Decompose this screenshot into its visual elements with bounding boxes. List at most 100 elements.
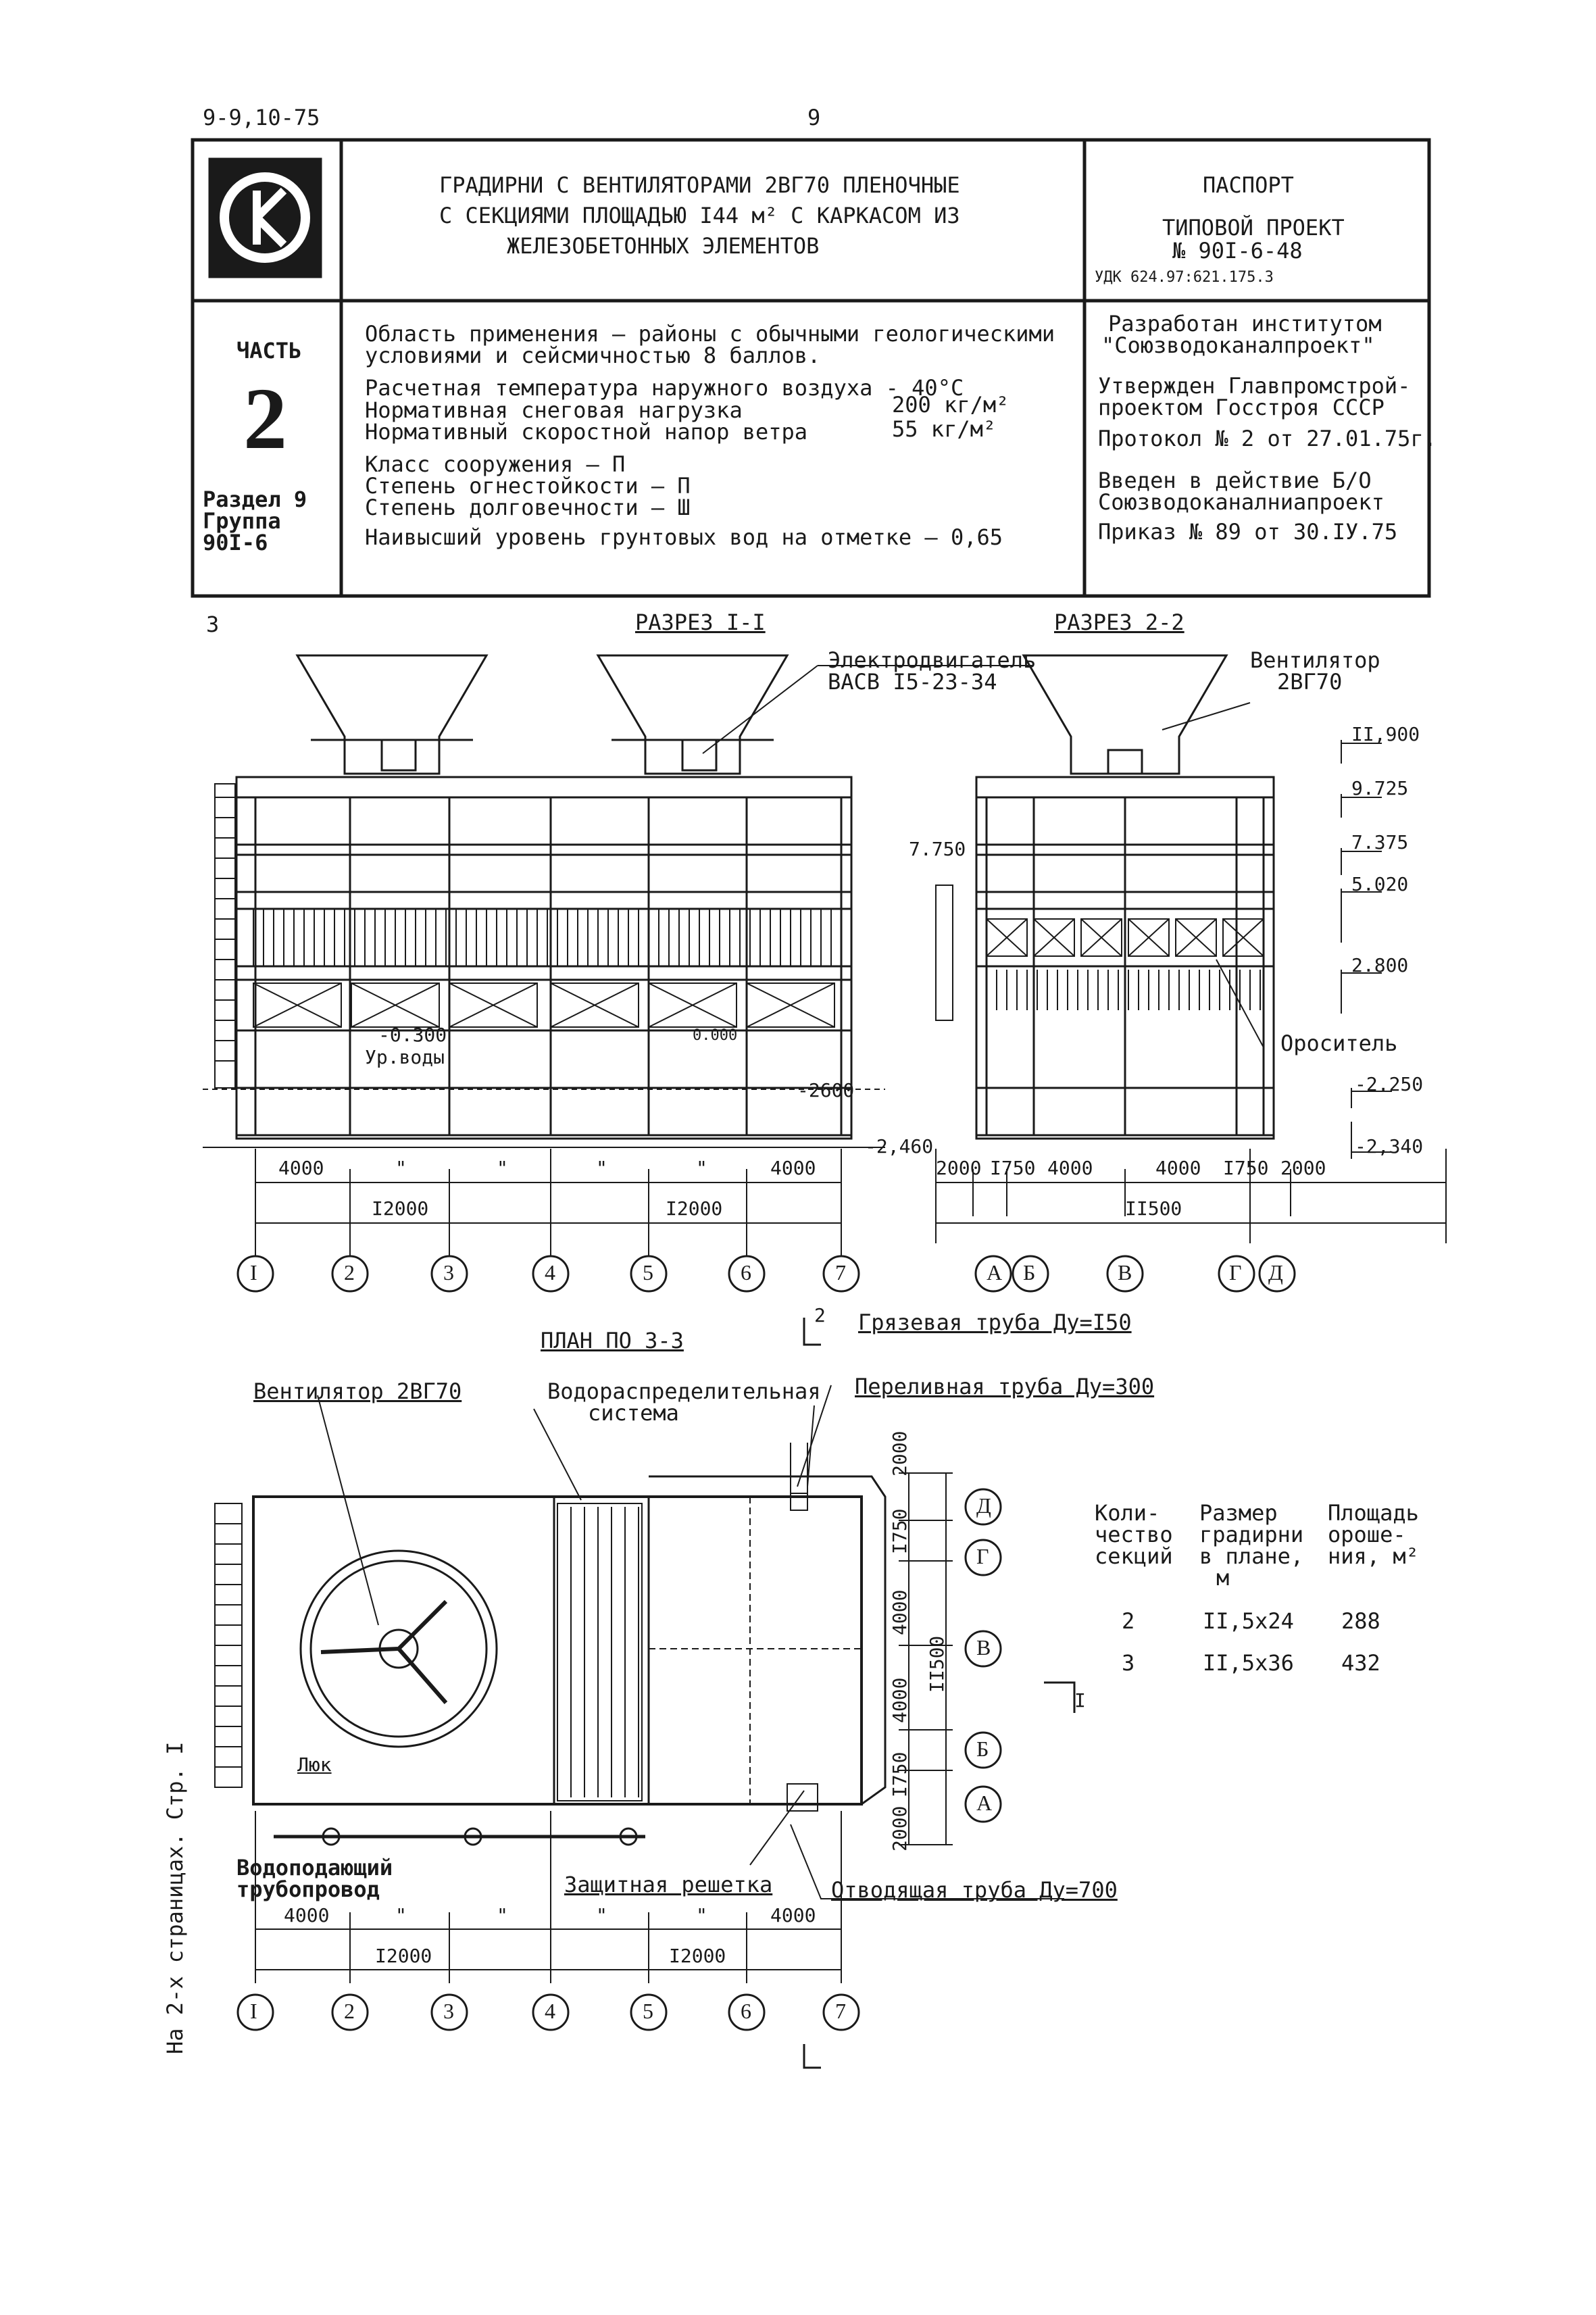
sprinkler-label: Ороситель	[1280, 1030, 1398, 1056]
plan-total-dim-1: I2000	[375, 1945, 432, 1967]
section-1-1-drawing	[203, 654, 1034, 1293]
plan-3-3-drawing	[214, 1318, 1076, 2069]
section-label: Раздел 9	[203, 487, 307, 512]
plan-axis-4: 4	[545, 1999, 555, 2023]
dim-2-4: 4000	[1155, 1157, 1201, 1179]
outlet-pipe-label: Отводящая труба Ду=700	[831, 1877, 1118, 1903]
dim-3: "	[497, 1157, 508, 1179]
section-mark-I: I	[1074, 1689, 1086, 1712]
group-code: 90I-6	[203, 530, 268, 555]
wind-load-value: 55 кг/м²	[892, 416, 997, 442]
water-level-label: Ур.воды	[365, 1046, 445, 1068]
hatch-label: Люк	[297, 1753, 332, 1776]
section-mark-3: 3	[206, 612, 220, 637]
dim-5: "	[696, 1157, 707, 1179]
axis-A: А	[987, 1260, 1003, 1285]
spec-line-9: Наивысший уровень грунтовых вод на отмет…	[365, 524, 1003, 550]
document-code: 9-9,10-75	[203, 105, 320, 130]
vdim-2: I750	[889, 1508, 911, 1554]
plan-axis-1: I	[250, 1999, 257, 2023]
dim-2-2: I750	[990, 1157, 1036, 1179]
table-header-size-2: градирни	[1199, 1522, 1304, 1547]
axis-1: I	[250, 1260, 257, 1285]
table-row-1-count: 2	[1122, 1608, 1135, 1634]
plan-dim-6: 4000	[770, 1904, 816, 1926]
level-minus-2250: -2.250	[1355, 1073, 1424, 1095]
section-1-1-title: РАЗРЕЗ I-I	[635, 609, 766, 635]
spec-line-3: Расчетная температура наружного воздуха …	[365, 375, 964, 401]
dim-2-3: 4000	[1047, 1157, 1093, 1179]
row-axis-G: Г	[976, 1544, 989, 1568]
plan-total-dim-2: I2000	[669, 1945, 726, 1967]
side-page-note: На 2-х страницах. Стр. I	[162, 1741, 188, 2054]
page-number: 9	[807, 105, 821, 130]
group-label: Группа	[203, 508, 281, 534]
plan-dim-3: "	[497, 1904, 508, 1926]
fan-plan-label: Вентилятор 2ВГ70	[253, 1378, 462, 1404]
table-header-size-4: м	[1216, 1565, 1230, 1591]
table-header-area-3: ния, м²	[1328, 1543, 1419, 1569]
total-dim-2: I2000	[666, 1197, 723, 1220]
passport-label: ПАСПОРТ	[1203, 172, 1294, 198]
approval-line-1: Разработан институтом	[1108, 311, 1382, 337]
motor-model: ВАСВ I5-23-34	[828, 669, 997, 695]
fan-model: 2ВГ70	[1277, 669, 1343, 695]
motor-label: Электродвигатель	[828, 647, 1037, 673]
section-mark-2: 2	[814, 1304, 826, 1326]
level-9725: 9.725	[1351, 777, 1409, 799]
grate-label: Защитная решетка	[564, 1872, 773, 1897]
approval-line-4: проектом Госстроя СССР	[1098, 395, 1385, 420]
approval-line-2: "Союзводоканалпроект"	[1101, 332, 1375, 358]
table-header-size-3: в плане,	[1199, 1543, 1304, 1569]
axis-B-cyr: Б	[1023, 1260, 1036, 1285]
dim-2-6: 2000	[1280, 1157, 1326, 1179]
level-minus-2600: -2600	[797, 1079, 855, 1101]
spec-line-2: условиями и сейсмичностью 8 баллов.	[365, 343, 821, 368]
row-axis-A: А	[976, 1791, 993, 1815]
title-line-2: С СЕКЦИЯМИ ПЛОЩАДЬЮ I44 м² С КАРКАСОМ ИЗ	[439, 203, 960, 228]
dim-4: "	[596, 1157, 607, 1179]
snow-load-value: 200 кг/м²	[892, 392, 1009, 418]
plan-dim-4: "	[596, 1904, 607, 1926]
approval-line-7: Союзводоканалниапроект	[1098, 489, 1385, 515]
level-7750: 7.750	[909, 838, 966, 860]
dim-1: 4000	[278, 1157, 324, 1179]
level-minus-2340: -2,340	[1355, 1135, 1424, 1158]
supply-pipe-label-2: трубопровод	[236, 1876, 380, 1902]
logo-emblem	[208, 157, 322, 278]
spec-line-1: Область применения – районы с обычными г…	[365, 321, 1055, 347]
plan-dim-2: "	[395, 1904, 407, 1926]
level-2800: 2.800	[1351, 954, 1409, 976]
table-row-2-count: 3	[1122, 1650, 1135, 1676]
vdim-total: II500	[926, 1635, 948, 1693]
vdim-1: 2000	[889, 1430, 911, 1476]
project-type: ТИПОВОЙ ПРОЕКТ	[1162, 215, 1345, 241]
part-number: 2	[243, 370, 287, 468]
table-row-2-area: 432	[1341, 1650, 1380, 1676]
level-minus-2460: -2,460	[865, 1135, 934, 1158]
plan-axis-5: 5	[643, 1999, 653, 2023]
water-level-mark: -0.300	[378, 1024, 447, 1046]
axis-G: Г	[1229, 1260, 1242, 1285]
table-header-area-1: Площадь	[1328, 1500, 1419, 1526]
vdim-5: I750	[889, 1751, 911, 1797]
spec-line-5: Нормативный скоростной напор ветра	[365, 419, 808, 445]
axis-2: 2	[344, 1260, 355, 1285]
title-block-frame	[191, 138, 1431, 598]
table-header-count-1: Коли-	[1095, 1500, 1160, 1526]
dim-6: 4000	[770, 1157, 816, 1179]
spec-line-4: Нормативная снеговая нагрузка	[365, 397, 743, 423]
zero-level-mark: 0.000	[693, 1027, 738, 1044]
dim-2: "	[395, 1157, 407, 1179]
axis-6: 6	[741, 1260, 751, 1285]
supply-pipe-label-1: Водоподающий	[236, 1855, 393, 1881]
dim-2-5: I750	[1223, 1157, 1269, 1179]
row-axis-B: Б	[976, 1737, 989, 1761]
overflow-pipe-label: Переливная труба Ду=300	[855, 1374, 1155, 1399]
plan-axis-2: 2	[344, 1999, 355, 2023]
title-line-3: ЖЕЛЕЗОБЕТОННЫХ ЭЛЕМЕНТОВ	[507, 233, 820, 259]
title-line-1: ГРАДИРНИ С ВЕНТИЛЯТОРАМИ 2ВГ70 ПЛЕНОЧНЫЕ	[439, 172, 960, 198]
approval-line-8: Приказ № 89 от 30.IУ.75	[1098, 519, 1398, 545]
plan-axis-7: 7	[835, 1999, 846, 2023]
